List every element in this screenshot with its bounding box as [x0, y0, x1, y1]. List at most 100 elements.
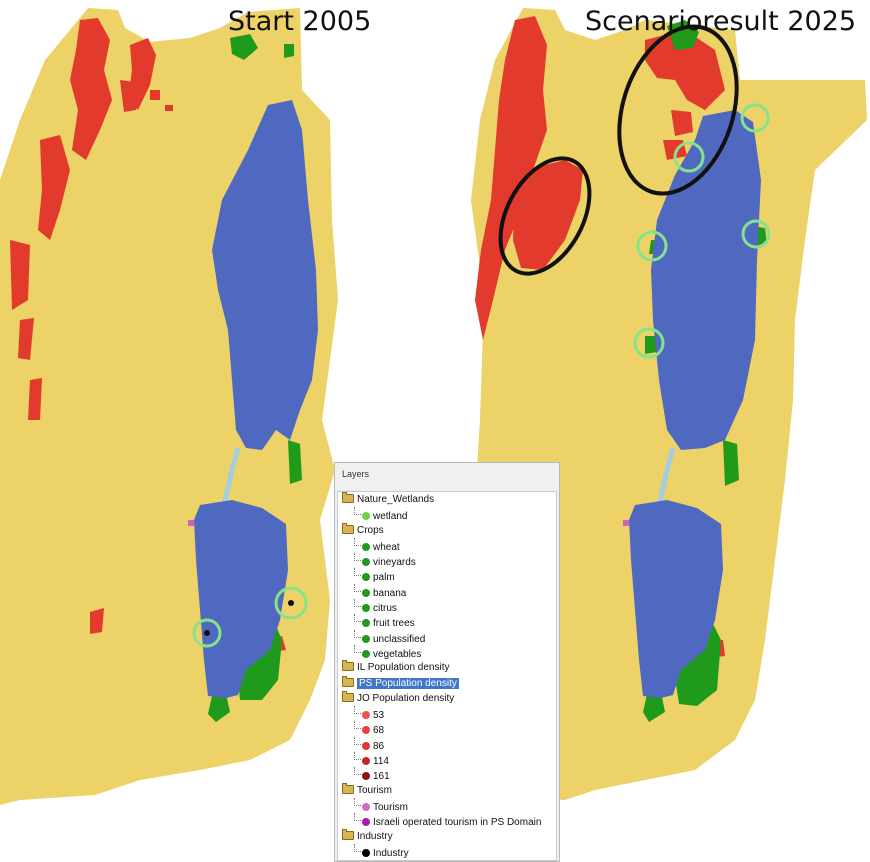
map-scenario-2025-graphic [460, 8, 867, 800]
tree-connector [354, 767, 361, 776]
map-scenario-2025: Scenarioresult 2025 [435, 0, 870, 862]
industry-highlight-1 [192, 618, 222, 648]
layer-item-label: 114 [373, 756, 389, 768]
lake-south [629, 500, 723, 698]
folder-icon [342, 828, 354, 840]
layer-group-crops[interactable]: Crops [338, 522, 556, 538]
layer-item-label: Industry [373, 847, 409, 859]
tree-connector [354, 797, 361, 806]
layer-item[interactable]: Industry [338, 843, 556, 859]
tree-connector [354, 813, 361, 822]
layer-item-label: unclassified [373, 633, 426, 645]
layer-group-label: PS Population density [357, 677, 459, 689]
layer-item[interactable]: 68 [338, 721, 556, 736]
legend-dot-icon [362, 558, 370, 567]
tree-connector [354, 507, 361, 516]
layer-group-label: Industry [357, 830, 393, 842]
legend-dot-icon [362, 848, 370, 857]
layer-item-label: 68 [373, 725, 385, 737]
urban-areas [475, 16, 725, 658]
layer-item-label: 161 [373, 771, 390, 783]
wetland-highlight-5 [633, 327, 665, 359]
wetland-highlight-4 [741, 219, 771, 249]
layer-group-label: Crops [357, 524, 384, 536]
layer-item-label: fruit trees [373, 618, 415, 630]
layer-item[interactable]: wheat [338, 537, 556, 553]
folder-icon [342, 660, 354, 672]
layer-item[interactable]: wetland [338, 507, 556, 522]
river [221, 447, 241, 506]
legend-dot-icon [362, 588, 370, 597]
industry-highlight-2 [274, 586, 308, 620]
lake-north [651, 110, 761, 450]
tree-connector [354, 629, 361, 638]
legend-dot-icon [362, 512, 370, 521]
tree-connector [354, 599, 361, 608]
wetland-highlight-1 [740, 103, 770, 133]
tree-connector [354, 752, 361, 761]
layer-item[interactable]: 53 [338, 706, 556, 721]
layer-group-label: Nature_Wetlands [357, 494, 435, 505]
tree-connector [354, 568, 361, 577]
legend-dot-icon [362, 818, 370, 827]
tree-connector [354, 706, 361, 715]
layer-item-label: wetland [373, 511, 408, 523]
tree-connector [354, 553, 361, 562]
map-title-scenario: Scenarioresult 2025 [585, 6, 857, 37]
layer-item-label: 53 [373, 710, 385, 722]
layer-item[interactable]: 114 [338, 752, 556, 767]
layer-group-jo-population-density[interactable]: JO Population density [338, 690, 556, 706]
layer-item[interactable]: vineyards [338, 553, 556, 568]
layer-item[interactable]: citrus [338, 599, 556, 614]
layer-item-label: palm [373, 572, 395, 584]
layers-panel-title: Layers [342, 469, 370, 479]
layer-item[interactable]: 161 [338, 767, 556, 782]
layer-group-label: JO Population density [357, 692, 455, 704]
tourism-marker [188, 520, 194, 526]
tree-connector [354, 843, 361, 852]
wetland-highlight-2 [673, 141, 705, 173]
legend-dot-icon [362, 772, 370, 781]
layer-group-tourism[interactable]: Tourism [338, 782, 556, 798]
layer-item-label: vineyards [373, 557, 416, 569]
layer-group-label: Tourism [357, 784, 393, 796]
tourism-marker [623, 520, 629, 526]
urban-areas [10, 18, 286, 652]
folder-icon [342, 492, 354, 503]
layer-item[interactable]: fruit trees [338, 614, 556, 629]
layer-item[interactable]: vegetables [338, 644, 556, 660]
layer-item-label: Israeli operated tourism in PS Domain [373, 817, 542, 829]
layer-group-label: IL Population density [357, 662, 450, 674]
layer-item[interactable]: banana [338, 583, 556, 599]
lake-south [194, 500, 288, 698]
tree-connector [354, 537, 361, 546]
river [656, 447, 676, 506]
layer-item-label: wheat [373, 541, 400, 553]
layer-item[interactable]: Tourism [338, 797, 556, 813]
legend-dot-icon [362, 757, 370, 766]
layer-item-label: 86 [373, 740, 385, 752]
legend-dot-icon [362, 802, 370, 811]
tree-connector [354, 736, 361, 745]
layer-item[interactable]: 86 [338, 736, 556, 752]
legend-dot-icon [362, 604, 370, 613]
legend-dot-icon [362, 711, 370, 720]
layer-group-il-population-density[interactable]: IL Population density [338, 660, 556, 675]
layer-item-label: banana [373, 587, 407, 599]
layer-group-nature-wetlands[interactable]: Nature_Wetlands [338, 492, 556, 507]
folder-icon [342, 782, 354, 794]
expansion-ellipse-north [617, 24, 739, 196]
legend-dot-icon [362, 649, 370, 658]
layer-group-industry[interactable]: Industry [338, 828, 556, 844]
map-start-2005-graphic [0, 8, 338, 805]
folder-icon [342, 690, 354, 702]
folder-icon [342, 675, 354, 687]
legend-dot-icon [362, 726, 370, 735]
layer-item[interactable]: unclassified [338, 629, 556, 645]
layer-item[interactable]: Israeli operated tourism in PS Domain [338, 813, 556, 828]
legend-dot-icon [362, 741, 370, 750]
layer-item[interactable]: palm [338, 568, 556, 583]
layer-group-ps-population-density[interactable]: PS Population density [338, 675, 556, 691]
